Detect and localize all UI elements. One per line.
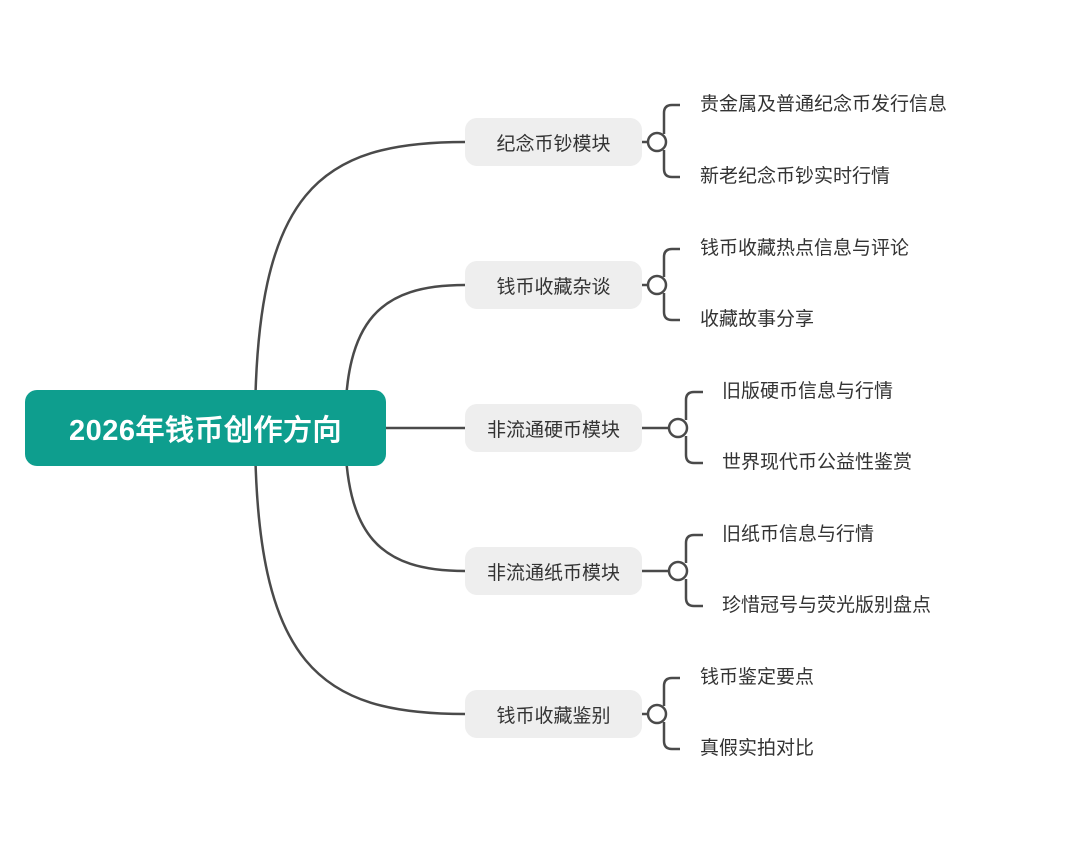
leaf-node[interactable]: 珍惜冠号与荧光版别盘点 — [722, 595, 932, 616]
leaf-node[interactable]: 真假实拍对比 — [700, 738, 815, 759]
branch-node[interactable]: 钱币收藏杂谈 — [465, 261, 642, 309]
collapse-toggle-5 — [646, 703, 668, 725]
branch-node[interactable]: 非流通纸币模块 — [465, 547, 642, 595]
bracket-2 — [662, 247, 680, 322]
leaf-node[interactable]: 钱币收藏热点信息与评论 — [700, 238, 910, 259]
branch-node[interactable]: 钱币收藏鉴别 — [465, 690, 642, 738]
leaf-node[interactable]: 旧纸币信息与行情 — [722, 524, 875, 545]
collapse-toggle-2 — [646, 274, 668, 296]
root-node[interactable]: 2026年钱币创作方向 — [25, 390, 386, 466]
bracket-1 — [662, 103, 680, 179]
link-root-branch-1 — [253, 140, 466, 429]
collapse-toggle-1 — [646, 131, 668, 153]
leaf-node[interactable]: 贵金属及普通纪念币发行信息 — [700, 94, 948, 115]
collapse-toggle-3 — [667, 417, 689, 439]
branch-node[interactable]: 非流通硬币模块 — [465, 404, 642, 452]
bracket-4 — [684, 533, 703, 608]
leaf-node[interactable]: 钱币鉴定要点 — [700, 667, 815, 688]
bracket-5 — [662, 676, 680, 751]
link-root-branch-5 — [253, 427, 466, 716]
leaf-node[interactable]: 收藏故事分享 — [700, 309, 815, 330]
leaf-node[interactable]: 新老纪念币钞实时行情 — [700, 166, 891, 187]
leaf-node[interactable]: 世界现代币公益性鉴赏 — [722, 452, 913, 473]
bracket-3 — [684, 390, 703, 465]
leaf-node[interactable]: 旧版硬币信息与行情 — [722, 381, 894, 402]
branch-node[interactable]: 纪念币钞模块 — [465, 118, 642, 166]
collapse-toggle-4 — [667, 560, 689, 582]
